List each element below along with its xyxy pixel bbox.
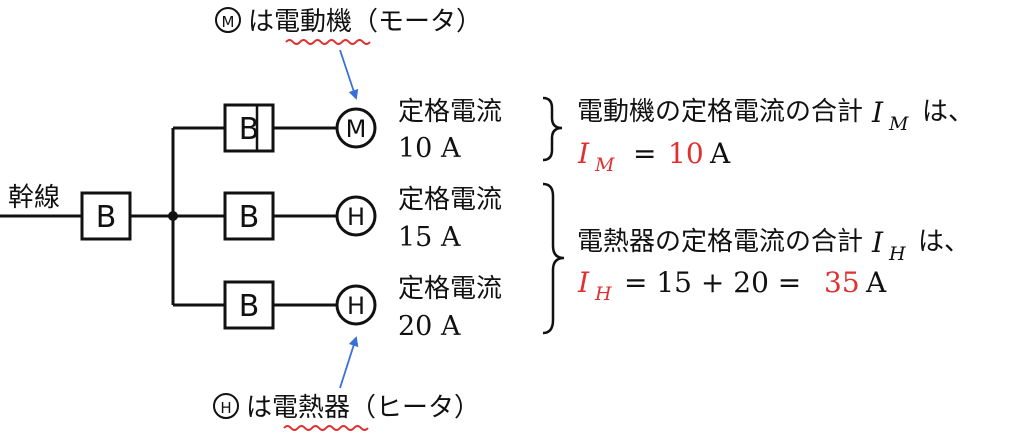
- branch-breaker-heater-1-label: B: [239, 200, 260, 235]
- motor-sum-var: I: [871, 96, 884, 129]
- branch-2-rating-value: 15 A: [398, 222, 461, 253]
- heater-eq-sub: H: [594, 283, 612, 305]
- motor-eq-var: I: [577, 137, 590, 170]
- legend-heater-wavy-underline: [283, 425, 369, 431]
- motor-sum-suffix: は、: [922, 97, 974, 127]
- branch-1-rating-label: 定格電流: [398, 97, 502, 127]
- branch-3-rating-label: 定格電流: [398, 274, 502, 304]
- motor-symbol-label: M: [346, 115, 367, 143]
- legend-motor-arrow: [339, 49, 359, 100]
- legend-heater: H は電熱器（ヒータ）: [213, 393, 480, 431]
- heater-sum: 電熱器の定格電流の合計 I H は、 I H = 15 + 20 = 35 A: [577, 226, 970, 305]
- branch-1-rating-value: 10 A: [398, 133, 461, 164]
- legend-heater-symbol: [213, 393, 239, 419]
- heater-symbol-1-label: H: [347, 203, 365, 231]
- branch-heater-1: B H 定格電流 15 A: [173, 185, 502, 253]
- motor-symbol: [335, 107, 377, 149]
- motor-sum-sub: M: [888, 113, 909, 135]
- heater-sum-suffix: は、: [918, 227, 970, 257]
- heater-sum-sub: H: [888, 243, 906, 265]
- branch-breaker-motor-label: B: [239, 112, 260, 147]
- legend-motor-wavy-underline: [285, 39, 371, 45]
- legend-motor: M は電動機（モータ）: [215, 7, 482, 45]
- heater-symbol-1: [335, 195, 377, 237]
- branch-3-rating-value: 20 A: [398, 311, 461, 342]
- heater-eq-expr: = 15 + 20 =: [624, 266, 801, 299]
- branch-breaker-heater-2-label: B: [239, 289, 260, 324]
- heater-symbol-2-label: H: [347, 292, 365, 320]
- motor-sum: 電動機の定格電流の合計 I M は、 I M = 10 A: [577, 96, 974, 176]
- motor-eq-unit: A: [709, 137, 731, 170]
- branch-motor: B M 定格電流 10 A: [173, 97, 502, 164]
- heater-eq-var: I: [577, 266, 590, 299]
- svg-text:M: M: [222, 13, 235, 31]
- main-breaker: B: [80, 191, 132, 241]
- heater-symbol-2: [335, 284, 377, 326]
- motor-eq-sub: M: [594, 154, 615, 176]
- heater-brace: [542, 182, 565, 335]
- svg-text:H: H: [220, 399, 231, 417]
- motor-sum-text: 電動機の定格電流の合計: [577, 97, 863, 127]
- heater-sum-text: 電熱器の定格電流の合計: [577, 227, 863, 257]
- trunk-label: 幹線: [8, 183, 60, 213]
- heater-eq-unit: A: [865, 266, 887, 299]
- branch-heater-2: B H 定格電流 20 A: [173, 274, 502, 342]
- motor-brace: [542, 96, 563, 162]
- main-breaker-label: B: [96, 200, 117, 235]
- heater-sum-var: I: [871, 226, 884, 259]
- motor-eq-result: 10: [668, 137, 704, 170]
- legend-heater-text: は電熱器（ヒータ）: [246, 393, 480, 423]
- legend-heater-arrow: [339, 336, 359, 389]
- legend-motor-symbol: [215, 7, 241, 33]
- legend-motor-text: は電動機（モータ）: [248, 7, 482, 37]
- branch-breaker-heater-1: [223, 191, 275, 241]
- branch-2-rating-label: 定格電流: [398, 185, 502, 215]
- heater-eq-result: 35: [824, 266, 860, 299]
- motor-eq-op: =: [633, 137, 656, 170]
